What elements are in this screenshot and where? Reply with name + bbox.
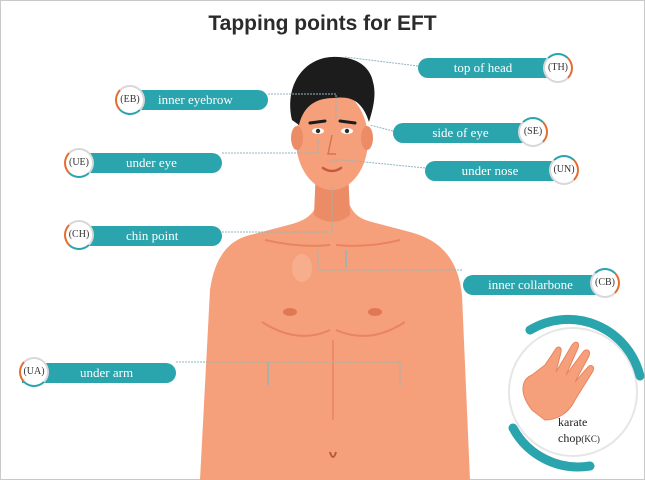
left-brow: [310, 121, 325, 123]
badge-top-of-head: (TH): [543, 53, 573, 83]
karate-chop-label: karate chop(KC): [558, 414, 600, 447]
label-text: inner eyebrow: [158, 92, 233, 107]
badge-chin-point: (CH): [64, 220, 94, 250]
left-ear: [291, 126, 303, 150]
label-inner-collarbone: inner collarbone: [463, 275, 598, 295]
label-text: under nose: [462, 163, 519, 178]
label-chin-point: chin point: [78, 226, 222, 246]
label-under-nose: under nose: [425, 161, 555, 181]
badge-under-nose: (UN): [549, 155, 579, 185]
badge-inner-collarbone: (CB): [590, 268, 620, 298]
label-text: under eye: [126, 155, 177, 170]
right-brow: [340, 121, 355, 123]
connector-side-of-eye: [370, 125, 393, 131]
karate-line1: karate: [558, 414, 600, 430]
badge-under-eye: (UE): [64, 148, 94, 178]
label-inner-eyebrow: inner eyebrow: [126, 90, 268, 110]
label-side-of-eye: side of eye: [393, 123, 528, 143]
label-top-of-head: top of head: [418, 58, 548, 78]
label-text: side of eye: [432, 125, 488, 140]
label-text: chin point: [126, 228, 178, 243]
karate-line2: chop: [558, 431, 581, 445]
right-ear: [361, 126, 373, 150]
label-text: under arm: [80, 365, 133, 380]
karate-abbr: (KC): [581, 434, 600, 444]
right-nipple: [368, 308, 382, 316]
left-nipple: [283, 308, 297, 316]
label-text: inner collarbone: [488, 277, 573, 292]
label-text: top of head: [454, 60, 512, 75]
badge-under-arm: (UA): [19, 357, 49, 387]
badge-inner-eyebrow: (EB): [115, 85, 145, 115]
label-under-eye: under eye: [78, 153, 222, 173]
torso: [200, 200, 470, 480]
badge-side-of-eye: (SE): [518, 117, 548, 147]
